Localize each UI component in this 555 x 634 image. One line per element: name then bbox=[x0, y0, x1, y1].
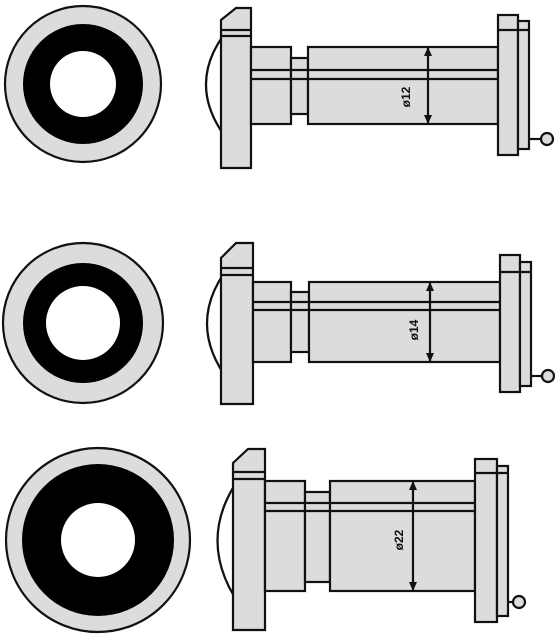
rear-flange bbox=[473, 457, 499, 624]
front-view-viewer-1 bbox=[3, 4, 163, 164]
rear-flange-edge bbox=[516, 19, 531, 151]
rear-flange-edge bbox=[495, 464, 510, 618]
front-lens-hole bbox=[46, 286, 120, 360]
rear-flange bbox=[498, 253, 522, 394]
diameter-label-1: ø12 bbox=[399, 86, 413, 107]
front-lens-hole bbox=[50, 51, 116, 117]
barrel bbox=[328, 479, 477, 593]
diameter-label-3: ø22 bbox=[392, 529, 406, 550]
rear-flange-edge bbox=[518, 260, 533, 388]
diameter-label-2: ø14 bbox=[407, 319, 421, 340]
cover-knob bbox=[540, 368, 555, 384]
front-flange bbox=[219, 6, 253, 170]
side-view-viewer-1 bbox=[205, 6, 555, 170]
front-lens-hole bbox=[61, 503, 135, 577]
sleeve-neck bbox=[303, 490, 332, 584]
front-flange bbox=[231, 447, 267, 632]
cover-knob bbox=[539, 131, 555, 147]
front-view-viewer-3 bbox=[4, 446, 192, 634]
sleeve bbox=[251, 280, 293, 364]
rear-flange bbox=[496, 13, 520, 157]
cover-knob bbox=[511, 594, 527, 610]
sleeve bbox=[249, 45, 293, 126]
side-view-viewer-3 bbox=[216, 447, 527, 632]
front-view-viewer-2 bbox=[1, 241, 165, 405]
barrel bbox=[306, 45, 500, 126]
sleeve bbox=[263, 479, 307, 593]
side-view-viewer-2 bbox=[206, 241, 555, 406]
sleeve-neck bbox=[289, 56, 310, 116]
barrel bbox=[307, 280, 502, 364]
